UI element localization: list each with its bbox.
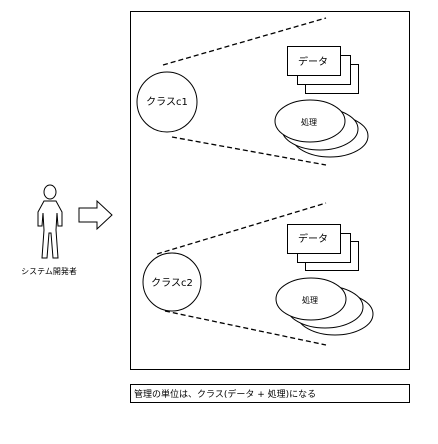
caption-text: 管理の単位は、クラス(データ + 処理)になる [134,388,316,400]
class-c2-data-stack: データ [287,224,359,271]
class-c1-group: クラスc1 データ 処理 [136,17,369,166]
developer-actor-icon [37,184,63,259]
actor-head [43,184,57,200]
process-ellipse-front [274,99,346,143]
class-c2-process-stack: 処理 [275,277,374,336]
class-c1-zoom-line-bottom [171,136,327,166]
actor-label: システム開発者 [21,267,77,276]
process-ellipse-front [275,277,347,321]
class-c2-group: クラスc2 データ 処理 [142,202,374,346]
class-c2-zoom-line-bottom [164,310,327,346]
actor-body [37,200,63,259]
class-c2-zoom-line-top [156,202,327,255]
class-c1-process-stack: 処理 [274,99,369,158]
class-c1-zoom-line-top [162,17,327,66]
caption-box [130,384,410,403]
data-sheet-front [287,46,341,76]
class-c1-circle [136,71,198,133]
right-arrow-icon [78,199,113,231]
class-c2-label: クラスc2 [151,277,193,289]
class-c1-data-stack: データ [287,46,359,94]
class-c2-circle [142,252,202,312]
class-c2-process-label: 処理 [302,295,318,305]
data-sheet-front [287,224,341,254]
class-c2-data-label: データ [298,232,328,245]
class-c1-data-label: データ [298,55,328,68]
class-c1-process-label: 処理 [301,117,317,127]
class-c1-label: クラスc1 [146,96,188,108]
